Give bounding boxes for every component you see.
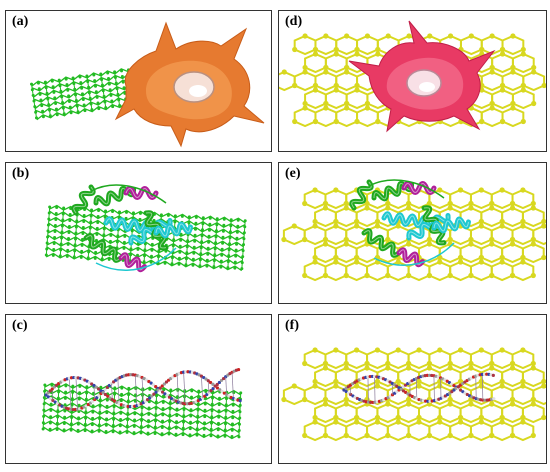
panel-c-figure	[41, 367, 243, 440]
panel-label: (c)	[12, 318, 28, 333]
dna-strand	[44, 367, 242, 412]
panel-label: (e)	[285, 166, 301, 181]
panel-a: (a)	[5, 10, 272, 152]
carbon-nanotube	[30, 64, 156, 121]
panel-b: (b)	[5, 162, 272, 304]
panel-d: (d)	[278, 10, 547, 152]
carbon-nanotube	[44, 204, 247, 272]
protein-helices	[349, 179, 471, 268]
panel-label: (f)	[285, 318, 299, 333]
panel-label: (d)	[285, 14, 303, 29]
panel-b-figure	[44, 184, 247, 273]
cell-orange	[114, 21, 265, 148]
panel-a-figure	[30, 21, 265, 148]
panel-f-figure	[281, 347, 546, 442]
graphene-sheet	[281, 187, 546, 282]
panel-c: (c)	[5, 314, 272, 464]
carbon-nanotube	[41, 382, 243, 440]
panel-label: (a)	[12, 14, 29, 29]
protein-helices	[71, 184, 193, 273]
panel-e-figure	[281, 179, 546, 282]
panel-e: (e)	[278, 162, 547, 304]
graphene-sheet	[281, 347, 546, 442]
cell-pink	[348, 20, 496, 133]
panel-f: (f)	[278, 314, 547, 464]
panel-label: (b)	[12, 166, 30, 181]
dna-strand	[342, 372, 496, 405]
panel-d-figure	[279, 20, 546, 133]
